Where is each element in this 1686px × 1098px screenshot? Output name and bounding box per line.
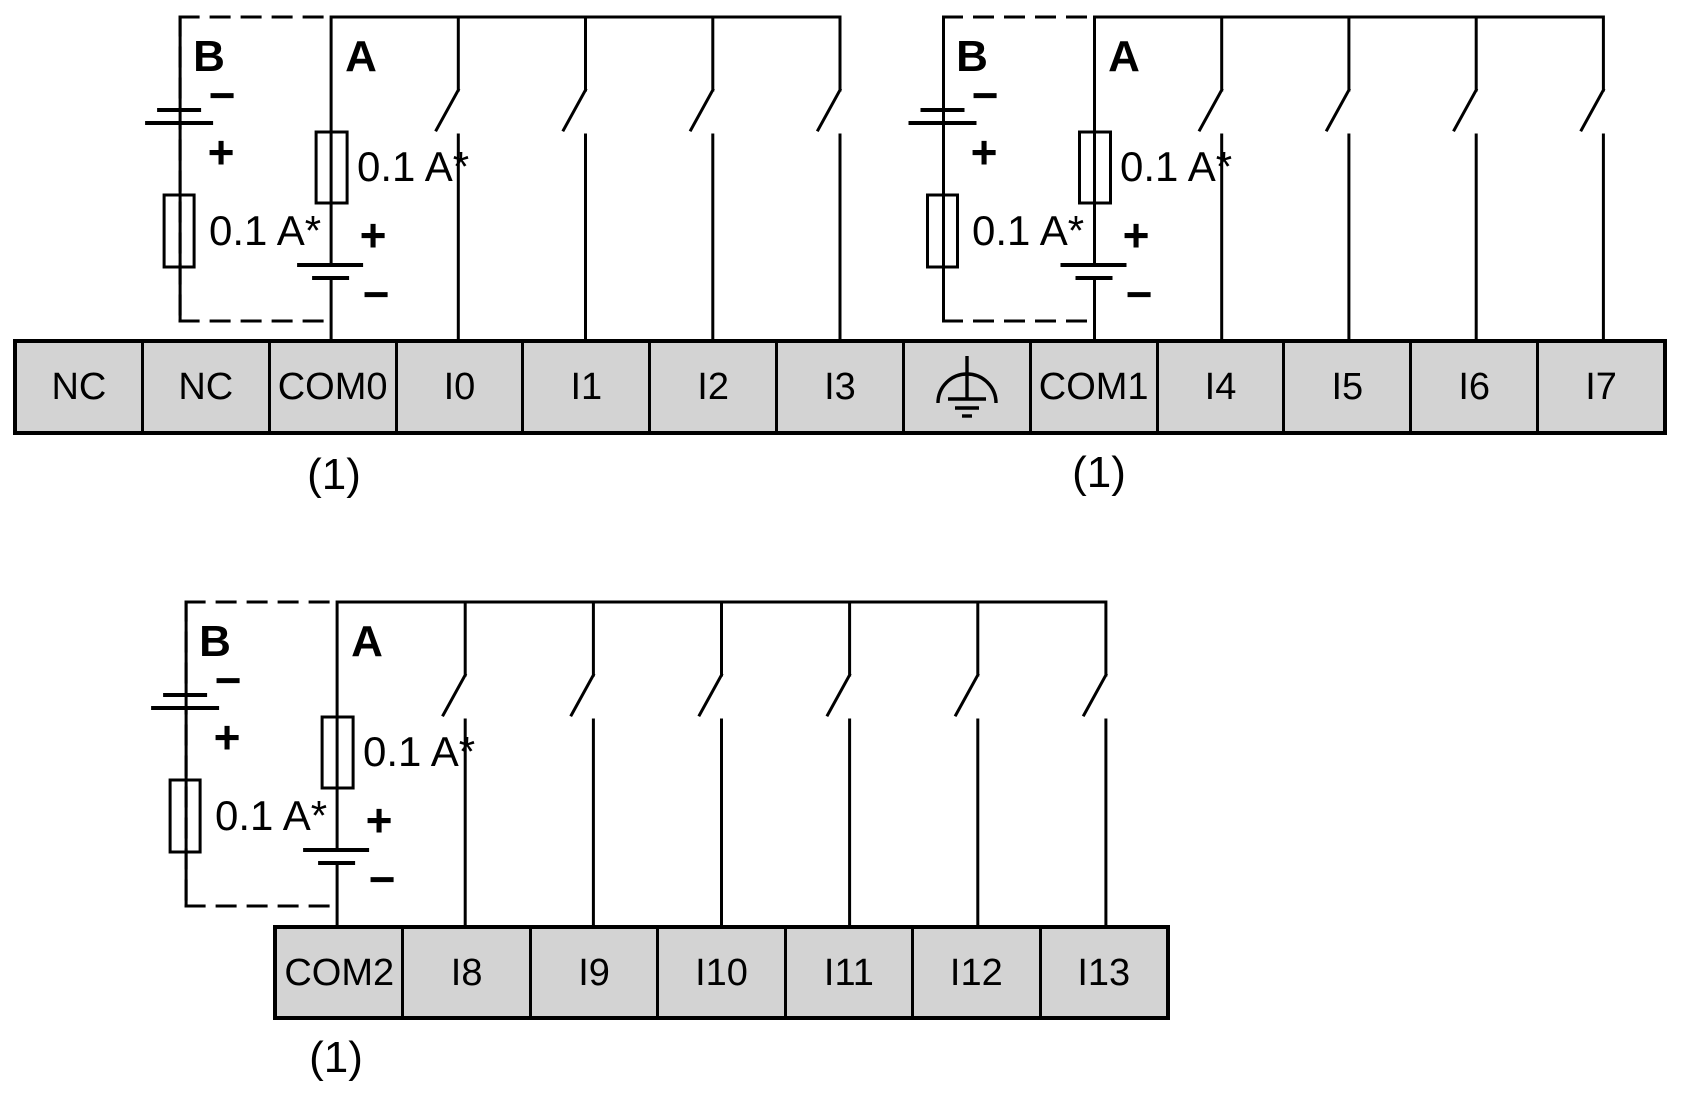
battery-a-plus-label: +	[359, 209, 387, 261]
battery-a-plus-label: +	[365, 794, 393, 846]
note-ref-com1: (1)	[1072, 448, 1126, 497]
battery-a-minus-label: −	[362, 268, 390, 320]
circuit-b-label: B	[193, 32, 225, 81]
fuse-a-rating-label: 0.1 A*	[357, 143, 470, 190]
battery-b-plus-label: +	[970, 126, 998, 178]
fuse-symbol	[314, 130, 349, 205]
terminal-i2: I2	[651, 343, 779, 431]
fuse-symbol	[320, 715, 355, 790]
battery-a-minus-label: −	[1125, 268, 1153, 320]
terminal-i1: I1	[524, 343, 652, 431]
battery-a-minus-label: −	[368, 853, 396, 905]
fuse-a-rating-label: 0.1 A*	[1120, 143, 1233, 190]
circuit-a-label: A	[351, 617, 383, 666]
terminal-com1: COM1	[1031, 343, 1159, 431]
terminal-i9: I9	[531, 929, 660, 1016]
fuse-symbol	[162, 193, 196, 269]
terminal-ground	[904, 343, 1032, 431]
terminal-i12: I12	[914, 929, 1042, 1016]
fuse-b-rating-label: 0.1 A*	[215, 792, 328, 839]
terminal-i5: I5	[1285, 343, 1413, 431]
note-ref-com0: (1)	[307, 450, 361, 499]
battery-b-minus-label: −	[971, 69, 999, 121]
fuse-a-rating-label: 0.1 A*	[363, 728, 476, 775]
terminal-i10: I10	[659, 929, 787, 1016]
battery-b-plus-label: +	[213, 711, 241, 763]
terminal-i6: I6	[1412, 343, 1540, 431]
battery-b-minus-label: −	[208, 69, 236, 121]
terminal-i7: I7	[1539, 343, 1663, 431]
terminal-i13: I13	[1041, 929, 1166, 1016]
terminal-com0: COM0	[270, 343, 398, 431]
fuse-symbol	[926, 193, 959, 269]
battery-a-plus-label: +	[1122, 209, 1150, 261]
terminal-i4: I4	[1158, 343, 1286, 431]
terminal-row-bottom: COM2 I8 I9 I10 I11 I12 I13	[273, 925, 1170, 1020]
optional-circuit-dashed-box	[178, 15, 1096, 908]
circuit-b-label: B	[199, 617, 231, 666]
terminal-i0: I0	[397, 343, 525, 431]
fuse-b-rating-label: 0.1 A*	[209, 207, 322, 254]
fuse-symbol	[168, 778, 202, 854]
note-ref-com2: (1)	[309, 1033, 363, 1082]
terminal-i3: I3	[778, 343, 905, 431]
battery-b-minus-label: −	[214, 654, 242, 706]
fuse-symbol	[1078, 130, 1112, 205]
circuit-a-label: A	[345, 32, 377, 81]
terminal-i8: I8	[404, 929, 532, 1016]
fuse-b-rating-label: 0.1 A*	[972, 207, 1085, 254]
terminal-com2: COM2	[277, 929, 405, 1016]
battery-plates	[145, 108, 1127, 865]
circuit-b-label: B	[956, 32, 988, 81]
functional-earth-icon	[936, 356, 998, 418]
terminal-row-top: NC NC COM0 I0 I1 I2 I3 COM1 I4 I5 I6 I7	[13, 339, 1667, 435]
circuit-a-label: A	[1108, 32, 1140, 81]
terminal-i11: I11	[786, 929, 915, 1016]
terminal-nc-1: NC	[17, 343, 144, 431]
battery-b-plus-label: +	[207, 126, 235, 178]
terminal-nc-2: NC	[143, 343, 271, 431]
